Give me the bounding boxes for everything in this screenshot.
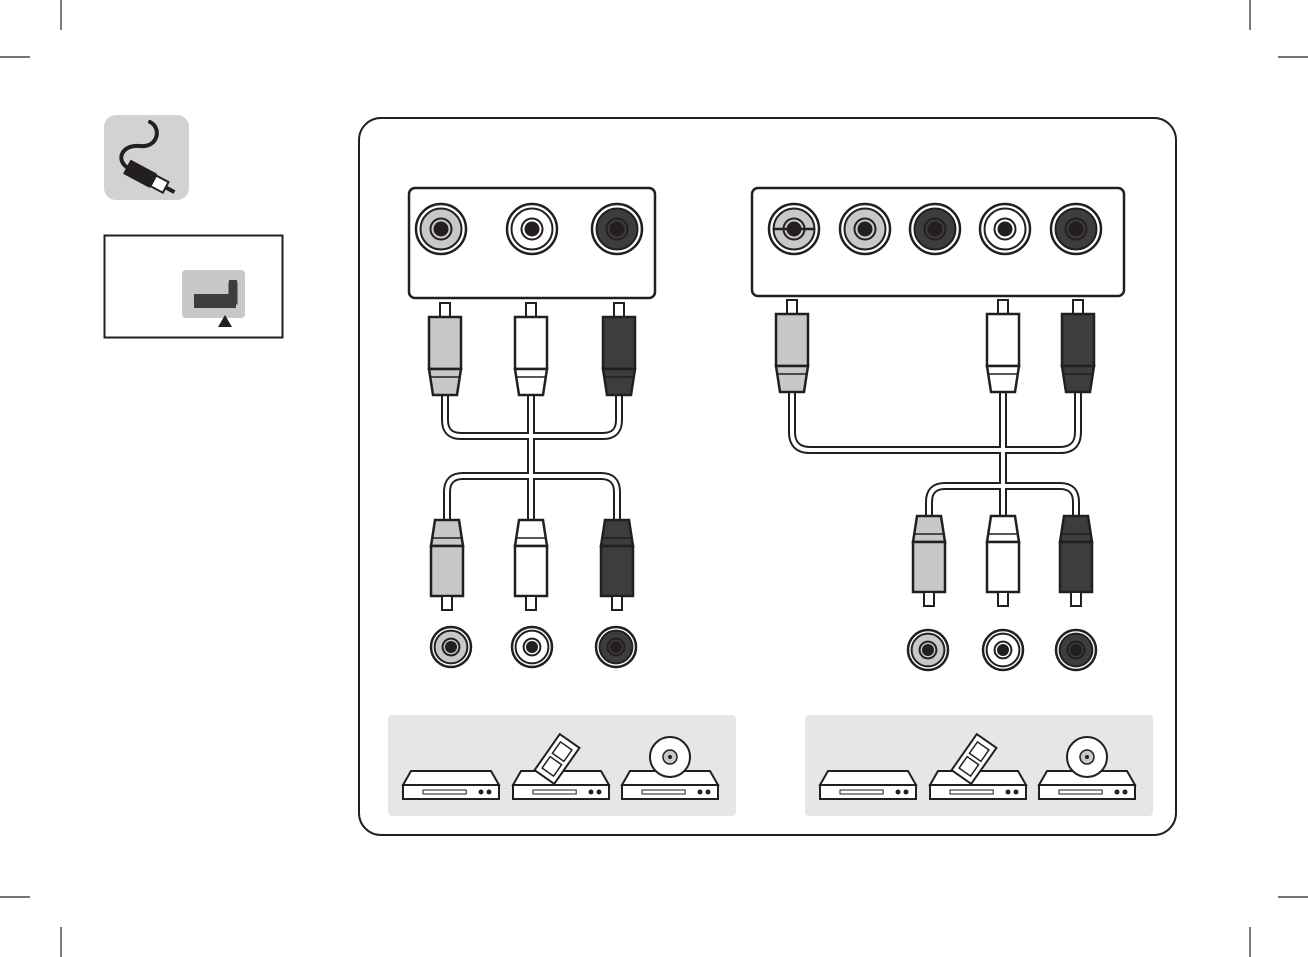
rca-plug — [431, 520, 463, 610]
tv-jack — [840, 204, 890, 254]
rca-plug — [987, 300, 1019, 392]
tv-jack — [416, 204, 466, 254]
input-selector-icon — [105, 236, 283, 338]
device-jack — [908, 630, 948, 670]
rca-plug — [1062, 300, 1094, 392]
device-jack — [983, 630, 1023, 670]
tv-jacks-left — [416, 204, 642, 254]
device-jacks-right — [908, 630, 1096, 670]
upper-plugs-left — [429, 303, 635, 395]
lower-plugs-right — [913, 516, 1092, 606]
dvd-player-icon — [820, 771, 916, 799]
rca-plug — [515, 520, 547, 610]
rca-plug — [601, 520, 633, 610]
lower-plugs-left — [431, 520, 633, 610]
rca-cable-icon — [104, 115, 189, 200]
rca-plug — [603, 303, 635, 395]
rca-plug — [1060, 516, 1092, 606]
tv-jack — [910, 204, 960, 254]
rca-plug — [429, 303, 461, 395]
device-jack — [512, 627, 552, 667]
rca-plug — [776, 300, 808, 392]
tv-jack — [507, 204, 557, 254]
rca-plug — [913, 516, 945, 606]
device-jack — [1056, 630, 1096, 670]
tv-jack — [592, 204, 642, 254]
device-jack — [431, 627, 471, 667]
device-jacks-left — [431, 627, 636, 667]
tv-jack — [769, 204, 819, 254]
tv-jack — [1051, 204, 1101, 254]
dvd-player-icon — [403, 771, 499, 799]
rca-plug — [987, 516, 1019, 606]
tv-jack — [980, 204, 1030, 254]
rca-plug — [515, 303, 547, 395]
device-jack — [596, 627, 636, 667]
